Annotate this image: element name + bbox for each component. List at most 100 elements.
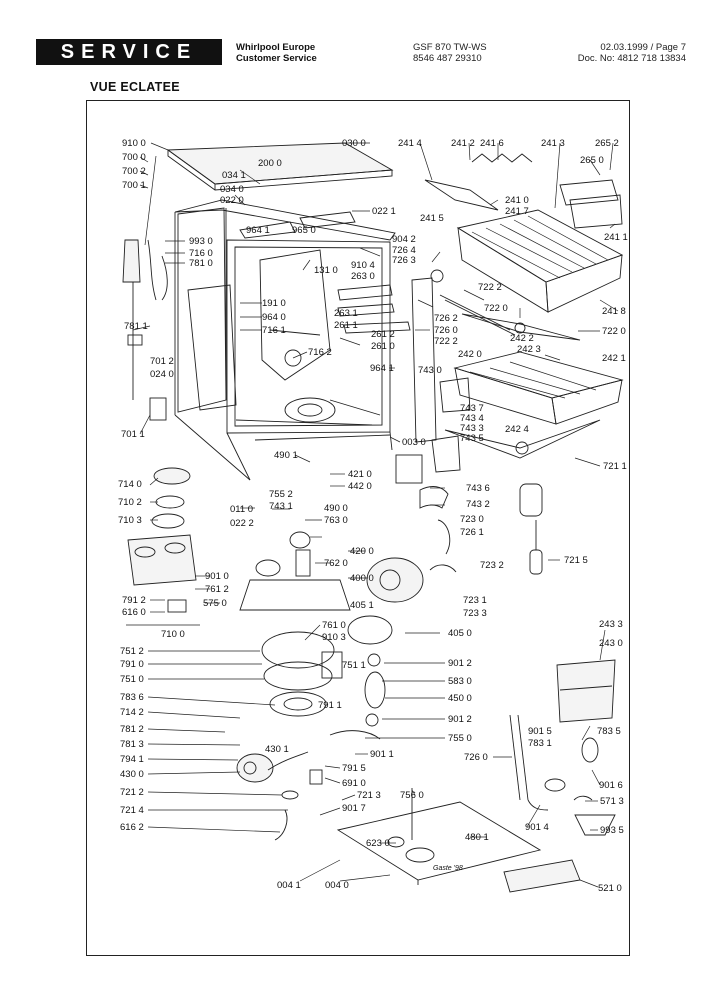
callout: 783 5	[597, 726, 621, 737]
leader-lines	[126, 142, 619, 888]
callout: 714 2	[120, 707, 144, 718]
callout: 726 2	[434, 313, 458, 324]
callout: 030 0	[342, 138, 366, 149]
callout: 034 1	[222, 170, 246, 181]
callout: 781 0	[189, 258, 213, 269]
callout: 242 3	[517, 344, 541, 355]
callout: 743 5	[460, 433, 484, 444]
model-number: GSF 870 TW-WS	[413, 42, 487, 53]
callout: 022 0	[220, 195, 244, 206]
cabinet-rails	[337, 284, 411, 334]
callout: 722 0	[602, 326, 626, 337]
callout: 022 1	[372, 206, 396, 217]
callout: 743 0	[418, 365, 442, 376]
callout: 910 3	[322, 632, 346, 643]
top-worktop	[166, 142, 394, 191]
callout: 405 0	[448, 628, 472, 639]
callout: 616 2	[120, 822, 144, 833]
callout: 743 3	[460, 423, 484, 434]
callout: 004 0	[325, 880, 349, 891]
callout: 242 0	[458, 349, 482, 360]
callout: 700 1	[122, 180, 146, 191]
callout: 241 4	[398, 138, 422, 149]
callout: 241 7	[505, 206, 529, 217]
callout: 721 4	[120, 805, 144, 816]
callout: 791 2	[122, 595, 146, 606]
callout: 034 0	[220, 184, 244, 195]
document-info: 02.03.1999 / Page 7 Doc. No: 4812 718 13…	[578, 42, 686, 64]
callout: 723 2	[480, 560, 504, 571]
callout: 791 0	[120, 659, 144, 670]
callout: 700 2	[122, 166, 146, 177]
callout: 993 5	[600, 825, 624, 836]
callout: 901 2	[448, 658, 472, 669]
callout: 743 4	[460, 413, 484, 424]
callout: 243 3	[599, 619, 623, 630]
callout: 241 8	[602, 306, 626, 317]
callout: 430 0	[120, 769, 144, 780]
callout: 781 2	[120, 724, 144, 735]
callout: 964 1	[246, 225, 270, 236]
callout: 781 1	[124, 321, 148, 332]
softener-dispenser	[127, 467, 197, 613]
callout: 490 1	[274, 450, 298, 461]
callout: 263 1	[334, 308, 358, 319]
model-info: GSF 870 TW-WS 8546 487 29310	[413, 42, 487, 64]
callout: 781 3	[120, 739, 144, 750]
callout: 743 1	[269, 501, 293, 512]
callout: 714 0	[118, 479, 142, 490]
callout: 710 2	[118, 497, 142, 508]
callout: 723 0	[460, 514, 484, 525]
company-line-1: Whirlpool Europe	[236, 42, 316, 53]
callout: 761 2	[205, 584, 229, 595]
callout: 751 0	[120, 674, 144, 685]
callout: 743 7	[460, 403, 484, 414]
doc-number: Doc. No: 4812 718 13834	[577, 53, 686, 64]
callout: 783 6	[120, 692, 144, 703]
callout: 756 0	[400, 790, 424, 801]
callout: 521 0	[598, 883, 622, 894]
callout: 910 0	[122, 138, 146, 149]
callout: 726 1	[460, 527, 484, 538]
callout: 964 0	[262, 312, 286, 323]
callout: 726 3	[392, 255, 416, 266]
callout: 242 4	[505, 424, 529, 435]
lower-basket	[453, 351, 624, 425]
callout: 755 2	[269, 489, 293, 500]
company-name: Whirlpool Europe Customer Service	[236, 42, 317, 64]
service-code: 8546 487 29310	[413, 53, 482, 64]
cabinet-frame	[174, 199, 396, 481]
callout: 623 0	[366, 838, 390, 849]
callout: 405 1	[350, 600, 374, 611]
callout: 241 0	[505, 195, 529, 206]
callout: 616 0	[122, 607, 146, 618]
callout: 762 0	[324, 558, 348, 569]
callout: 261 1	[334, 320, 358, 331]
callout: 901 6	[599, 780, 623, 791]
callout: 794 1	[120, 754, 144, 765]
callout: 420 0	[350, 546, 374, 557]
callout: 901 1	[370, 749, 394, 760]
company-line-2: Customer Service	[236, 53, 317, 64]
callout: 242 1	[602, 353, 626, 364]
callout: 442 0	[348, 481, 372, 492]
callout: 901 2	[448, 714, 472, 725]
callout: 743 6	[466, 483, 490, 494]
callout: 722 2	[434, 336, 458, 347]
callout: 723 1	[463, 595, 487, 606]
upper-basket	[456, 209, 624, 313]
callout: 901 7	[342, 803, 366, 814]
date-page: 02.03.1999 / Page 7	[600, 42, 686, 53]
callout: 791 1	[318, 700, 342, 711]
callout: 910 4	[351, 260, 375, 271]
callout: 242 2	[510, 333, 534, 344]
inlet-valve-parts	[509, 714, 616, 836]
callout: 261 0	[371, 341, 395, 352]
callout: 901 4	[525, 822, 549, 833]
callout: 450 0	[448, 693, 472, 704]
callout: 722 2	[478, 282, 502, 293]
callout: 691 0	[342, 778, 366, 789]
callout: 710 0	[161, 629, 185, 640]
callout: 571 3	[600, 796, 624, 807]
callout: 022 2	[230, 518, 254, 529]
